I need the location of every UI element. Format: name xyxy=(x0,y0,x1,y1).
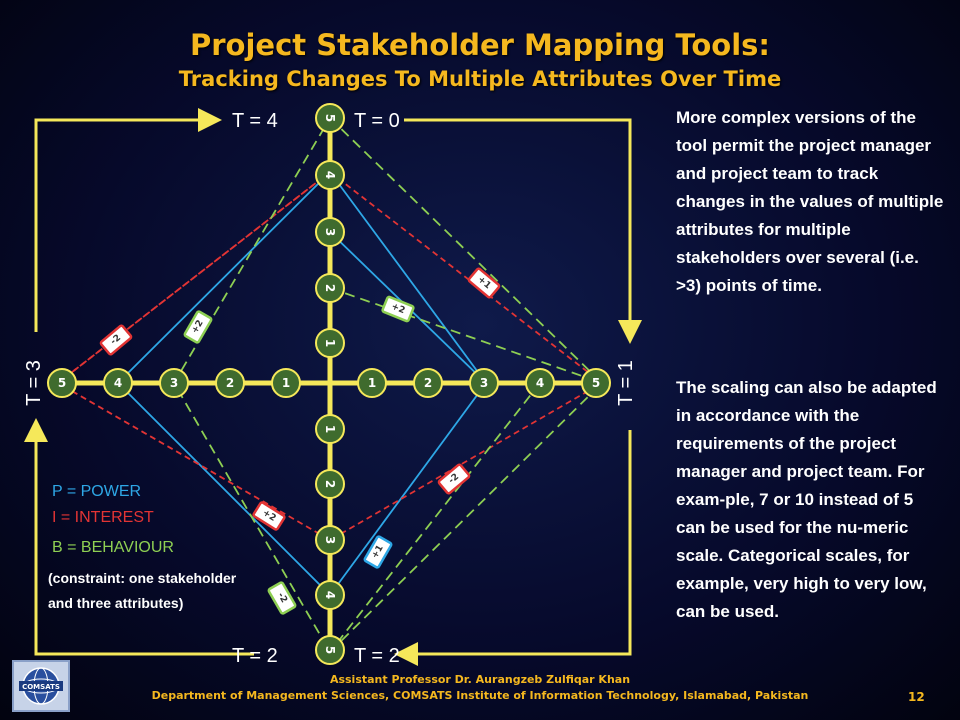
time-label-t4-top: T = 4 xyxy=(232,110,278,132)
behaviour-line-inner xyxy=(329,287,603,384)
svg-text:-2: -2 xyxy=(109,333,123,347)
svg-text:5: 5 xyxy=(58,376,66,390)
change-badges: -2 +2 +2 +1 -2 +2 +1 -2 xyxy=(99,267,501,615)
svg-text:4: 4 xyxy=(323,591,337,599)
tick-left-3: 3 xyxy=(159,368,189,398)
tick-bottom-5: 5 xyxy=(315,635,345,665)
vertical-top-ticks: 5 4 3 2 1 xyxy=(315,103,345,358)
time-labels: T = 4 T = 0 T = 3 T = 1 T = 2 T = 2 xyxy=(23,110,637,667)
horizontal-left-ticks: 5 4 3 2 1 xyxy=(47,368,301,398)
time-label-t2-bottom-left: T = 2 xyxy=(232,645,278,667)
change-badge-green-plus2-left: +2 xyxy=(183,310,213,344)
change-badge-red-minus2-left: -2 xyxy=(99,324,133,356)
body-paragraph-1: More complex versions of the tool permit… xyxy=(676,108,944,295)
change-badge-blue-plus1-lower: +1 xyxy=(363,535,393,569)
tick-left-5: 5 xyxy=(47,368,77,398)
tick-left-4: 4 xyxy=(103,368,133,398)
svg-text:2: 2 xyxy=(226,376,234,390)
svg-text:1: 1 xyxy=(323,339,337,347)
comsats-logo: COMSATS xyxy=(12,660,70,712)
time-flow-arrows xyxy=(24,108,642,666)
legend-behaviour: B = BEHAVIOUR xyxy=(52,539,174,556)
svg-text:3: 3 xyxy=(323,536,337,544)
svg-text:2: 2 xyxy=(323,284,337,292)
legend-interest: I = INTEREST xyxy=(52,509,154,526)
tick-right-2: 2 xyxy=(413,368,443,398)
tick-bottom-2: 2 xyxy=(315,469,345,499)
arrow-bottom-left xyxy=(24,418,254,656)
svg-text:5: 5 xyxy=(323,646,337,654)
tick-right-3: 3 xyxy=(469,368,499,398)
arrow-top-right xyxy=(404,118,642,344)
tick-top-5: 5 xyxy=(315,103,345,133)
svg-text:4: 4 xyxy=(114,376,122,390)
change-badge-red-plus1-right: +1 xyxy=(467,267,501,299)
tick-left-2: 2 xyxy=(215,368,245,398)
tick-bottom-3: 3 xyxy=(315,525,345,555)
page-subtitle: Tracking Changes To Multiple Attributes … xyxy=(178,67,782,91)
tick-right-5: 5 xyxy=(581,368,611,398)
time-label-t0-top: T = 0 xyxy=(354,110,400,132)
svg-text:-2: -2 xyxy=(275,591,289,605)
constraint-note: (constraint: one stakeholder and three a… xyxy=(48,570,237,611)
change-badge-green-minus2-lower: -2 xyxy=(267,581,297,615)
time-label-t3-left: T = 3 xyxy=(23,360,45,406)
svg-text:4: 4 xyxy=(536,376,544,390)
svg-text:-2: -2 xyxy=(447,472,461,486)
body-paragraph-2: The scaling can also be adapted in accor… xyxy=(676,378,937,621)
svg-text:1: 1 xyxy=(368,376,376,390)
tick-bottom-1: 1 xyxy=(315,414,345,444)
horizontal-right-ticks: 1 2 3 4 5 xyxy=(357,368,611,398)
tick-left-1: 1 xyxy=(271,368,301,398)
tick-top-1: 1 xyxy=(315,328,345,358)
svg-text:3: 3 xyxy=(480,376,488,390)
tick-bottom-4: 4 xyxy=(315,580,345,610)
tick-right-1: 1 xyxy=(357,368,387,398)
svg-text:1: 1 xyxy=(282,376,290,390)
svg-text:2: 2 xyxy=(424,376,432,390)
time-label-t1-right: T = 1 xyxy=(615,360,637,406)
change-badge-red-minus2-lower-right: -2 xyxy=(437,463,471,495)
svg-text:1: 1 xyxy=(323,425,337,433)
svg-text:+2: +2 xyxy=(390,302,407,316)
footer-author: Assistant Professor Dr. Aurangzeb Zulfiq… xyxy=(329,673,631,686)
time-label-t2-bottom-right: T = 2 xyxy=(354,645,400,667)
arrow-right-bottom xyxy=(394,430,632,666)
svg-text:4: 4 xyxy=(323,171,337,179)
page-title: Project Stakeholder Mapping Tools: xyxy=(189,28,771,62)
vertical-bottom-ticks: 1 2 3 4 5 xyxy=(315,414,345,665)
axes xyxy=(58,118,602,652)
page-number: 12 xyxy=(908,690,925,704)
behaviour-line-inner-2 xyxy=(329,382,541,653)
svg-text:COMSATS: COMSATS xyxy=(22,683,60,691)
svg-text:5: 5 xyxy=(323,114,337,122)
change-badge-green-plus2-right: +2 xyxy=(381,295,415,323)
svg-text:5: 5 xyxy=(592,376,600,390)
tick-top-4: 4 xyxy=(315,160,345,190)
interest-line-top-left xyxy=(57,171,331,384)
tick-right-4: 4 xyxy=(525,368,555,398)
tick-top-2: 2 xyxy=(315,273,345,303)
arrow-left-top xyxy=(34,108,222,332)
svg-text:3: 3 xyxy=(323,228,337,236)
legend-power: P = POWER xyxy=(52,483,142,500)
tick-top-3: 3 xyxy=(315,217,345,247)
change-badge-red-plus2-lower-left: +2 xyxy=(252,501,286,531)
svg-text:2: 2 xyxy=(323,480,337,488)
footer-department: Department of Management Sciences, COMSA… xyxy=(151,689,809,702)
behaviour-line xyxy=(172,116,604,654)
svg-text:3: 3 xyxy=(170,376,178,390)
